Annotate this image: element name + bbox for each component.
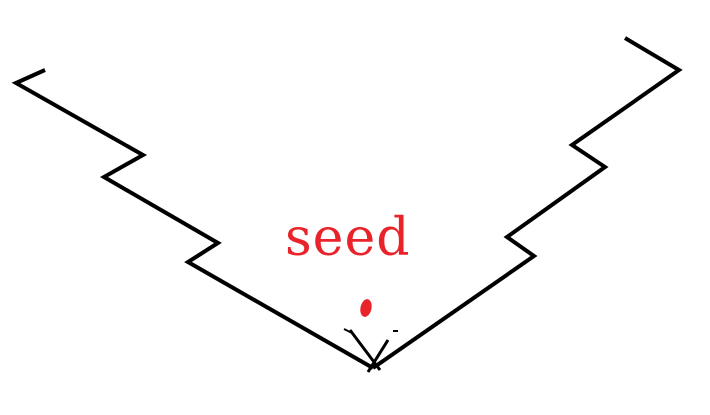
right-zigzag-line (371, 36, 683, 370)
seed-label: seed (285, 208, 411, 268)
vertex-tick-right (366, 339, 390, 373)
seed-dot (360, 299, 372, 317)
vertex-dash-left (343, 328, 353, 334)
left-zigzag-line (11, 68, 374, 370)
